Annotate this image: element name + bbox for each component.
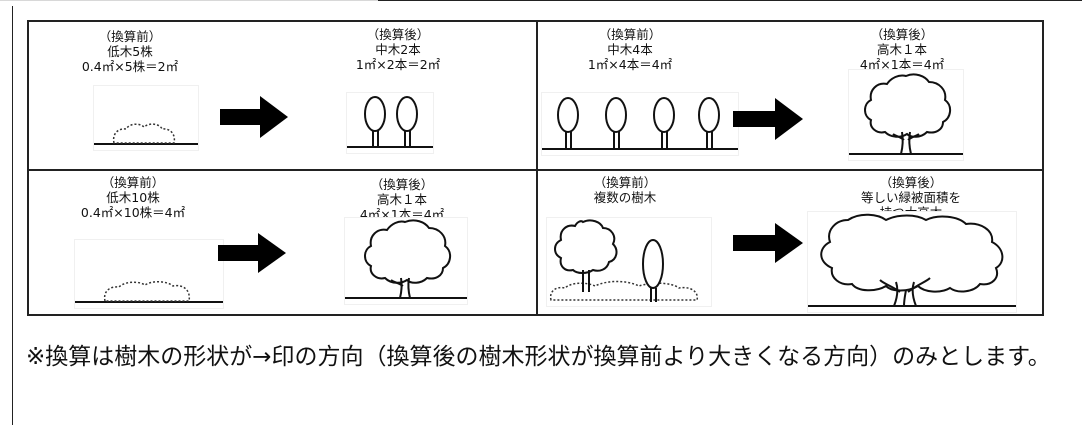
panel2-before-illustration: [542, 93, 738, 155]
panel3-before-label: （換算前）: [101, 175, 165, 190]
panel1-after-type: 中木2本: [375, 42, 421, 57]
panel1-before-caption: （換算前） 低木5株 0.4㎡×5株＝2㎡: [55, 29, 205, 74]
panel2-arrow-icon: [733, 98, 803, 140]
panel4-before-caption: （換算前） 複数の樹木: [555, 175, 695, 205]
panel3-before-illustration: [75, 240, 223, 308]
panel4-after-type: 等しい緑被面積を: [860, 190, 961, 205]
panel3-before-type: 低木10株: [106, 190, 160, 205]
panel4-after-illustration: [808, 212, 1016, 312]
page-top-rule-light: [0, 0, 378, 1]
panel4-before-illustration: [547, 218, 711, 306]
panel4-after-label: （換算後）: [879, 175, 943, 190]
panel1-after-calc: 1㎡×2本＝2㎡: [355, 57, 441, 72]
table-horizontal-divider: [27, 169, 1044, 171]
panel2-after-calc: 4㎡×1本＝4㎡: [859, 57, 945, 72]
panel3-before-calc: 0.4㎡×10株＝4㎡: [80, 205, 186, 220]
panel1-arrow-icon: [220, 96, 288, 138]
panel2-after-caption: （換算後） 高木１本 4㎡×1本＝4㎡: [822, 27, 982, 72]
panel4-before-type: 複数の樹木: [593, 190, 657, 205]
panel2-before-type: 中木4本: [607, 42, 653, 57]
panel1-before-illustration: [94, 86, 198, 150]
panel1-after-illustration: [347, 93, 433, 153]
table-vertical-divider: [536, 20, 538, 316]
panel2-after-label: （換算後）: [870, 27, 934, 42]
panel3-before-caption: （換算前） 低木10株 0.4㎡×10株＝4㎡: [48, 175, 218, 220]
panel2-before-label: （換算前）: [598, 27, 662, 42]
panel2-before-caption: （換算前） 中木4本 1㎡×4本＝4㎡: [560, 27, 700, 72]
panel1-before-calc: 0.4㎡×5株＝2㎡: [81, 59, 179, 74]
panel2-after-type: 高木１本: [876, 42, 927, 57]
panel3-after-illustration: [345, 218, 467, 304]
page-top-rule: [378, 0, 1082, 1]
panel2-after-illustration: [849, 70, 963, 160]
panel3-after-label: （換算後）: [370, 177, 434, 192]
panel3-arrow-icon: [218, 233, 286, 273]
conversion-note: ※換算は樹木の形状が→印の方向（換算後の樹木形状が換算前より大きくなる方向）のみ…: [26, 344, 1051, 370]
panel3-after-caption: （換算後） 高木１本 4㎡×1本＝4㎡: [322, 177, 482, 222]
panel1-after-label: （換算後）: [366, 27, 430, 42]
panel2-before-calc: 1㎡×4本＝4㎡: [587, 57, 673, 72]
panel4-before-label: （換算前）: [593, 175, 657, 190]
panel3-after-type: 高木１本: [376, 192, 427, 207]
panel1-after-caption: （換算後） 中木2本 1㎡×2本＝2㎡: [318, 27, 478, 72]
page-left-rule: [12, 6, 13, 425]
conversion-table: [27, 20, 1044, 316]
panel1-before-label: （換算前）: [98, 29, 162, 44]
panel1-before-type: 低木5株: [107, 44, 153, 59]
panel4-arrow-icon: [733, 223, 803, 263]
